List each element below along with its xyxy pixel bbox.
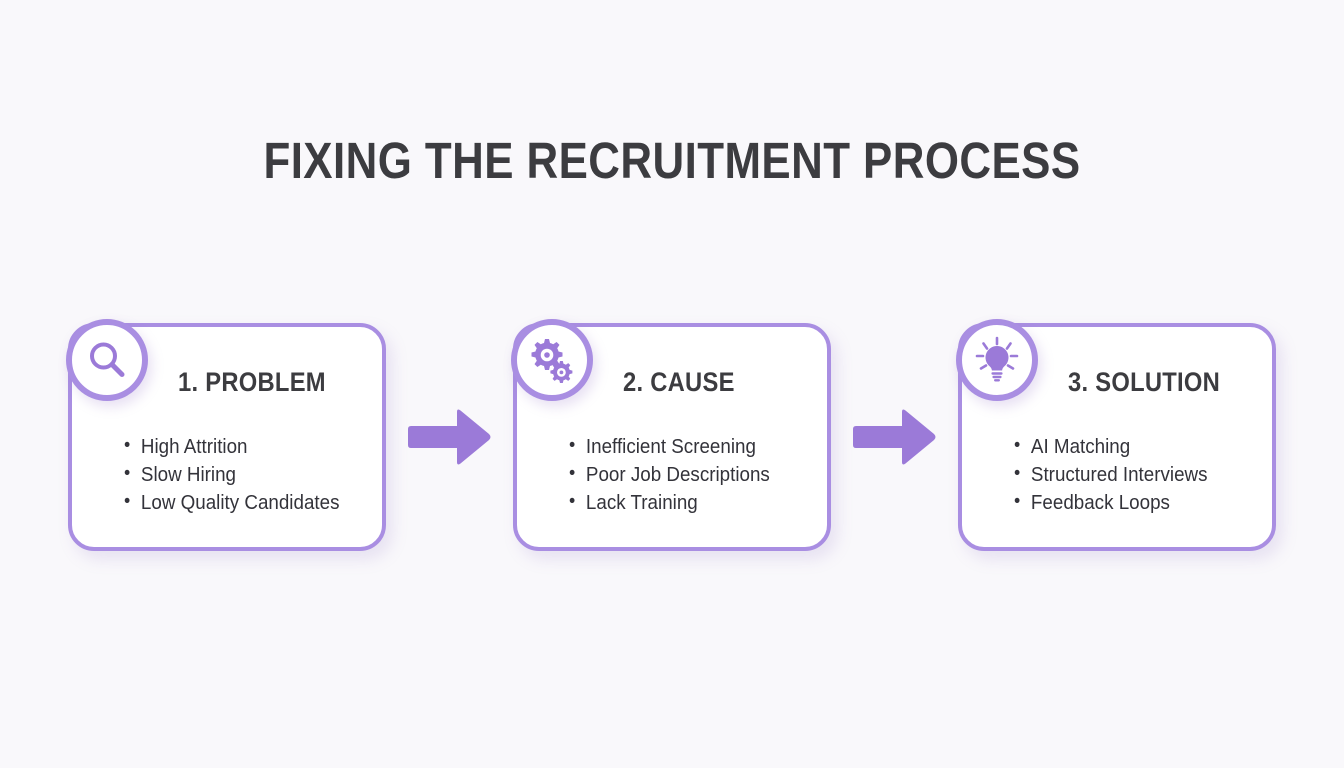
- step-title: 3. SOLUTION: [1068, 366, 1221, 397]
- page-title: FIXING THE RECRUITMENT PROCESS: [263, 132, 1081, 190]
- gears-icon: [511, 319, 593, 401]
- process-flow: 1. PROBLEM High Attrition Slow Hiring Lo…: [66, 319, 1276, 551]
- list-item: Slow Hiring: [124, 460, 353, 489]
- arrow-right-icon-1: [407, 407, 493, 467]
- list-item: High Attrition: [124, 432, 353, 461]
- arrow-right-icon-2: [852, 407, 938, 467]
- step-title: 2. CAUSE: [623, 366, 735, 397]
- list-item: Low Quality Candidates: [124, 488, 353, 517]
- list-item: Feedback Loops: [1014, 488, 1243, 517]
- step-header-cause: 2. CAUSE: [517, 361, 827, 403]
- list-item: Lack Training: [569, 488, 798, 517]
- step-header-problem: 1. PROBLEM: [72, 361, 382, 403]
- step-card-cause[interactable]: 2. CAUSE Inefficient Screening Poor Job …: [511, 319, 831, 551]
- list-item: Inefficient Screening: [569, 432, 798, 461]
- step-bullet-list-cause: Inefficient Screening Poor Job Descripti…: [569, 432, 813, 517]
- step-bullet-list-problem: High Attrition Slow Hiring Low Quality C…: [124, 432, 368, 517]
- step-card-problem[interactable]: 1. PROBLEM High Attrition Slow Hiring Lo…: [66, 319, 386, 551]
- step-header-solution: 3. SOLUTION: [962, 361, 1272, 403]
- step-title: 1. PROBLEM: [178, 366, 326, 397]
- list-item: AI Matching: [1014, 432, 1243, 461]
- step-card-solution[interactable]: 3. SOLUTION AI Matching Structured Inter…: [956, 319, 1276, 551]
- list-item: Structured Interviews: [1014, 460, 1243, 489]
- list-item: Poor Job Descriptions: [569, 460, 798, 489]
- magnifier-icon: [66, 319, 148, 401]
- lightbulb-icon: [956, 319, 1038, 401]
- step-bullet-list-solution: AI Matching Structured Interviews Feedba…: [1014, 432, 1258, 517]
